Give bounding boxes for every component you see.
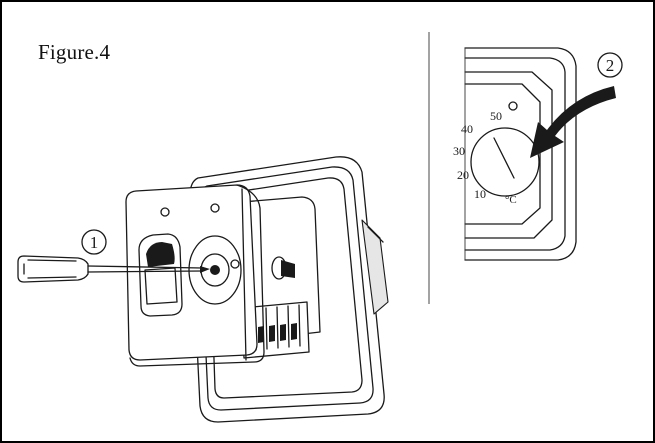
- side-block: [361, 219, 389, 315]
- scale-label-20: 20: [457, 168, 469, 182]
- contact-pin: [271, 256, 295, 280]
- step-2-marker: 2: [597, 52, 623, 78]
- scale-label-50: 50: [490, 109, 502, 123]
- svg-text:1: 1: [90, 233, 99, 252]
- dial-closeup: 50 40 30 20 10 °C: [453, 47, 616, 261]
- thermostat-assembly: [17, 156, 389, 423]
- svg-text:2: 2: [606, 56, 615, 75]
- scale-label-40: 40: [461, 122, 473, 136]
- scale-label-30: 30: [453, 144, 465, 158]
- dial-pointer: [493, 137, 515, 179]
- mount-hole: [210, 203, 220, 213]
- scale-label-10: 10: [474, 187, 486, 201]
- unit-label: °C: [505, 194, 517, 206]
- screwdriver: [17, 255, 210, 283]
- switch-window: [138, 233, 183, 317]
- temperature-dial: [470, 101, 540, 197]
- mount-hole: [160, 207, 170, 217]
- figure-caption: Figure.4: [38, 40, 111, 64]
- step-1-marker: 1: [81, 229, 107, 255]
- rotate-arrow-icon: [530, 86, 616, 158]
